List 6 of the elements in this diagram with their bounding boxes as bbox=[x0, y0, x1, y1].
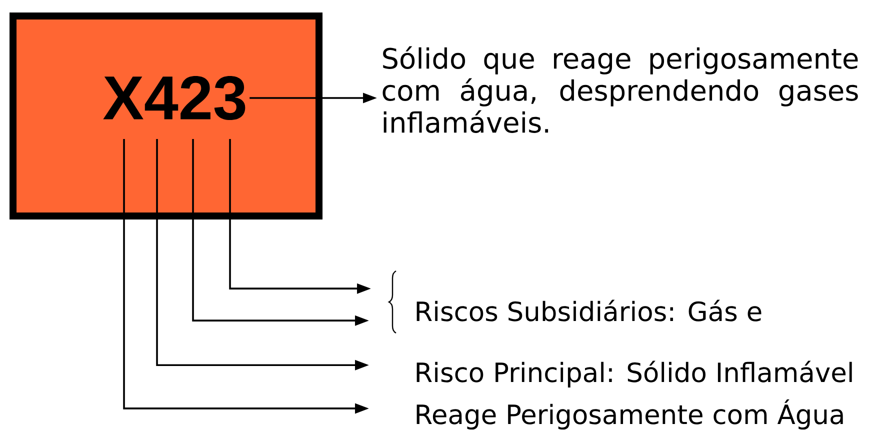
text-label: Riscos Subsidiários: Gás e bbox=[416, 300, 762, 322]
text-label: Sólido que reage perigosamente com água, desprendendo gases inflamáveis. bbox=[382, 46, 858, 133]
placard-code: X423 bbox=[103, 76, 246, 120]
placard-box bbox=[10, 12, 322, 220]
text-label: Reage Perigosamente com Água bbox=[416, 399, 843, 430]
text-label: Risco Principal: Sólido Inflamável bbox=[416, 360, 852, 388]
